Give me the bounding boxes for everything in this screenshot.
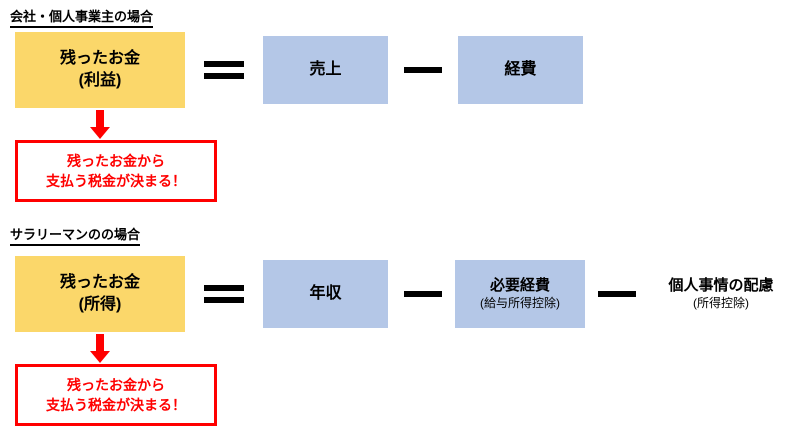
- operand-box-necessary-expenses: 必要経費 (給与所得控除): [455, 260, 585, 328]
- equals-bar: [204, 73, 244, 79]
- arrow-shaft: [96, 110, 104, 127]
- equals-bar: [204, 297, 244, 303]
- result-label-line2: (所得): [78, 296, 122, 313]
- tax-note-company: 残ったお金から 支払う税金が決まる！: [15, 140, 217, 202]
- tax-note-line1: 残ったお金から: [67, 152, 165, 169]
- operand-sublabel: (給与所得控除): [480, 296, 560, 311]
- operand-label: 個人事情の配慮: [668, 277, 774, 295]
- section-title-salaryman: サラリーマンのの場合: [10, 224, 141, 246]
- tax-note-line1: 残ったお金から: [67, 376, 165, 393]
- operand-label: 売上: [309, 61, 342, 79]
- arrow-head: [90, 351, 110, 363]
- arrow-head: [90, 127, 110, 139]
- minus-icon: [598, 291, 636, 297]
- minus-icon: [404, 67, 442, 73]
- section-title-company: 会社・個人事業主の場合: [10, 6, 154, 28]
- arrow-down-icon: [90, 110, 110, 139]
- operand-text-personal-deduction: 個人事情の配慮 (所得控除): [645, 260, 797, 328]
- operand-box-annual-income: 年収: [263, 260, 388, 328]
- result-box-profit: 残ったお金 (利益): [15, 32, 185, 108]
- operand-box-expenses: 経費: [458, 36, 583, 104]
- result-box-income: 残ったお金 (所得): [15, 256, 185, 332]
- equals-bar: [204, 285, 244, 291]
- arrow-shaft: [96, 334, 104, 351]
- result-label-line1: 残ったお金: [59, 274, 140, 292]
- tax-note-salaryman: 残ったお金から 支払う税金が決まる！: [15, 364, 217, 426]
- operand-label: 年収: [309, 285, 342, 303]
- arrow-down-icon: [90, 334, 110, 363]
- operand-label: 必要経費: [489, 277, 550, 295]
- result-label-line1: 残ったお金: [59, 50, 140, 68]
- tax-note-line2: 支払う税金が決まる！: [46, 173, 186, 189]
- operand-sublabel: (所得控除): [693, 296, 749, 311]
- equals-bar: [204, 61, 244, 67]
- equals-icon: [204, 285, 244, 303]
- minus-icon: [404, 291, 442, 297]
- operand-label: 経費: [504, 61, 537, 79]
- result-label-line2: (利益): [78, 72, 122, 89]
- tax-note-line2: 支払う税金が決まる！: [46, 397, 186, 413]
- operand-box-sales: 売上: [263, 36, 388, 104]
- equals-icon: [204, 61, 244, 79]
